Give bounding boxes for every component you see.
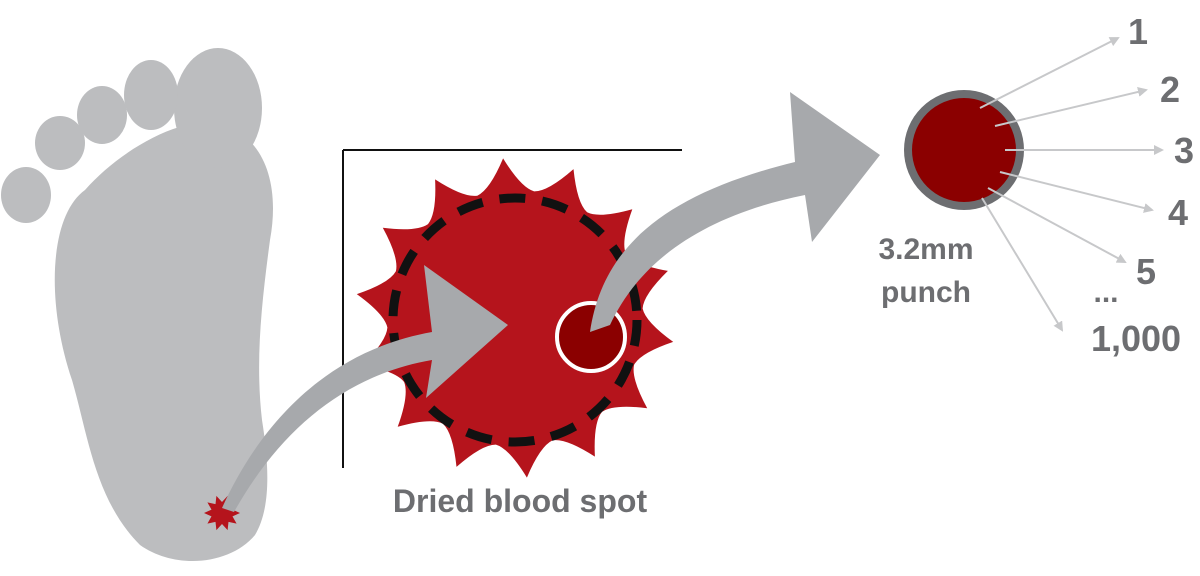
arrow-to-1 xyxy=(979,37,1120,109)
foot-toe-2 xyxy=(124,60,178,130)
punch-count-labels: 1 2 3 4 5 ... 1,000 xyxy=(1091,11,1194,359)
arrow-foot-to-spot xyxy=(222,265,508,512)
punch-size-label: 3.2mm xyxy=(878,233,973,266)
distribution-arrows xyxy=(979,37,1164,332)
punch-number-2: 2 xyxy=(1160,69,1180,110)
punch-number-ellipsis: ... xyxy=(1093,276,1118,309)
punch-number-5: 5 xyxy=(1136,251,1156,292)
foot-toe-big xyxy=(174,48,262,168)
arrow-spot-to-punch xyxy=(590,92,880,332)
filter-card xyxy=(342,149,682,468)
dried-blood-spot xyxy=(356,158,674,478)
arrow-to-1000 xyxy=(981,197,1064,332)
foot-toe-4 xyxy=(35,116,85,170)
punch-number-1: 1 xyxy=(1128,11,1148,52)
arrow-to-5 xyxy=(987,187,1127,263)
foot-toe-3 xyxy=(77,86,127,144)
punch-disc-icon xyxy=(904,90,1024,210)
punch-disc-fill xyxy=(912,98,1016,202)
arrow-to-4 xyxy=(999,171,1154,213)
foot-sole xyxy=(54,122,274,562)
punch-label: 3.2mm punch xyxy=(878,233,973,309)
punch-number-4: 4 xyxy=(1168,192,1188,233)
dashed-circle-outline xyxy=(388,193,642,447)
arrow-to-2 xyxy=(994,86,1148,127)
punch-number-3: 3 xyxy=(1174,130,1194,171)
foot-icon xyxy=(1,48,274,562)
dried-blood-spot-label: Dried blood spot xyxy=(393,483,648,519)
punch-word-label: punch xyxy=(881,276,971,309)
foot-toe-5 xyxy=(1,167,51,223)
blood-spot-icon xyxy=(356,158,674,478)
punch-number-1000: 1,000 xyxy=(1091,318,1181,359)
